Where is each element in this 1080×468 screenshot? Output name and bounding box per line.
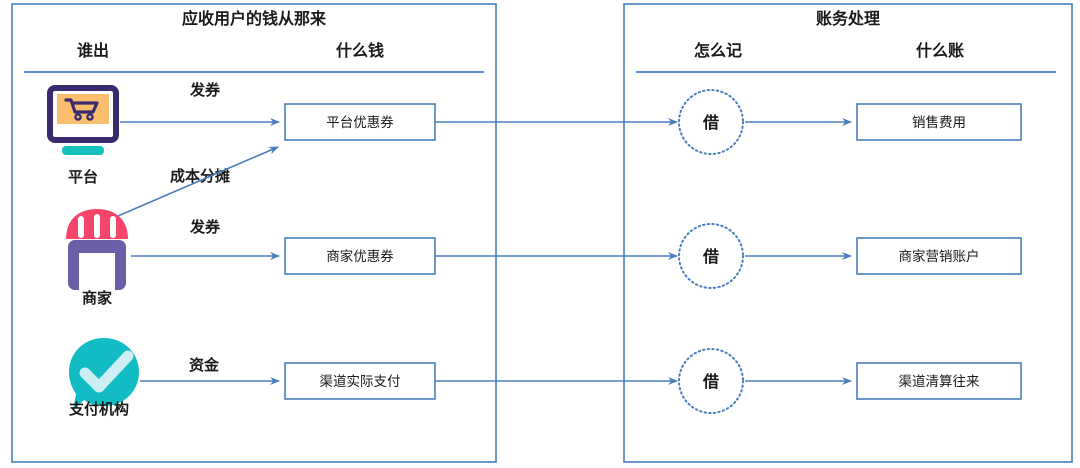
account-box-label-channel-settlement: 渠道清算往来 <box>899 374 980 389</box>
entry-circle-label-2: 借 <box>702 247 719 266</box>
left-panel-title: 应收用户的钱从那来 <box>182 9 327 28</box>
left-col-head-who: 谁出 <box>77 41 109 60</box>
arrow-merchant-cost-share <box>117 146 279 217</box>
account-box-merchant-marketing <box>856 237 1022 275</box>
entry-circle-3 <box>678 348 744 414</box>
entry-circle-1 <box>678 89 744 155</box>
money-box-merchant-coupon <box>284 237 436 275</box>
edge-label-issue-coupon-platform: 发券 <box>189 81 221 99</box>
actor-label-merchant: 商家 <box>82 289 112 307</box>
entry-circle-label-3: 借 <box>702 372 719 391</box>
left-col-head-what-money: 什么钱 <box>336 41 384 60</box>
money-box-channel-payment <box>284 362 436 400</box>
money-box-label-platform-coupon: 平台优惠券 <box>326 115 394 130</box>
right-panel-title: 账务处理 <box>816 9 880 28</box>
edge-label-issue-coupon-merchant: 发券 <box>189 218 221 236</box>
actor-label-payment-institution: 支付机构 <box>68 400 129 418</box>
right-col-head-what-account: 什么账 <box>916 41 964 60</box>
account-box-label-sales-expense: 销售费用 <box>912 115 966 130</box>
edge-label-cost-share: 成本分摊 <box>170 167 230 185</box>
monitor-cart-icon <box>47 85 119 155</box>
edge-label-funds: 资金 <box>189 356 220 374</box>
money-box-label-merchant-coupon: 商家优惠券 <box>326 248 394 264</box>
entry-circle-2 <box>678 223 744 289</box>
shop-icon <box>66 209 128 290</box>
account-box-channel-settlement <box>856 362 1022 400</box>
account-box-sales-expense <box>856 103 1022 141</box>
right-col-head-how: 怎么记 <box>694 41 742 60</box>
account-box-label-merchant-marketing: 商家营销账户 <box>899 248 980 264</box>
entry-circle-label-1: 借 <box>702 113 719 132</box>
actor-label-platform: 平台 <box>68 168 98 186</box>
money-box-platform-coupon <box>284 103 436 141</box>
payment-check-icon <box>69 338 139 410</box>
money-box-label-channel-payment: 渠道实际支付 <box>320 374 401 389</box>
